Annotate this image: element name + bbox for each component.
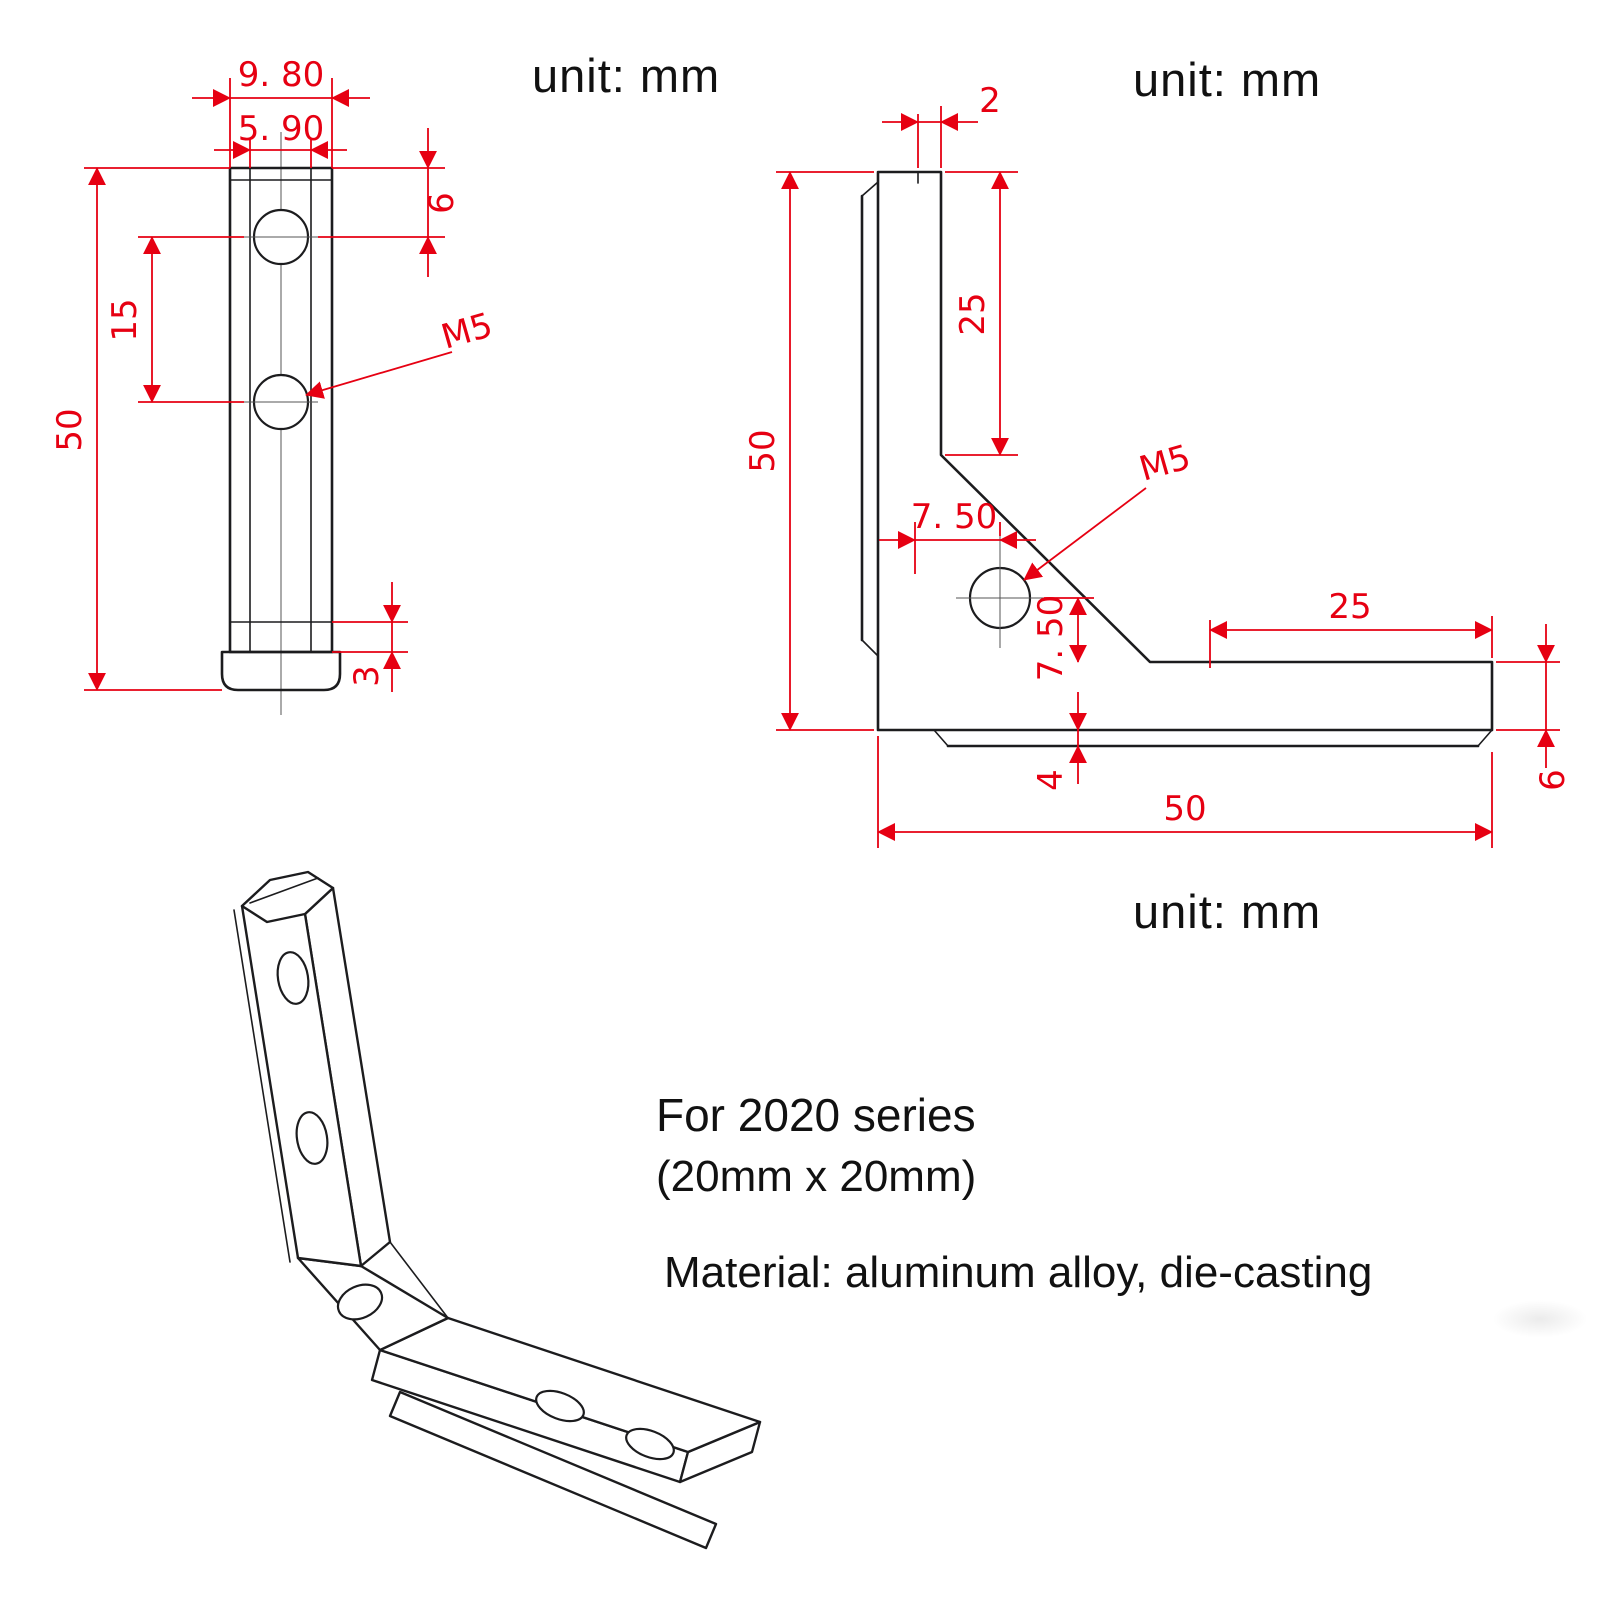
dim-hole-offset-y: 7. 50 bbox=[1031, 595, 1071, 682]
dim-hole-top-offset: 6 bbox=[422, 192, 462, 214]
iso-front-hole-1 bbox=[276, 951, 310, 1005]
dim-overall-width: 50 bbox=[1163, 789, 1206, 829]
thread-label: M5 bbox=[1135, 437, 1195, 489]
dim-inner-width: 5. 90 bbox=[238, 109, 325, 149]
watermark-smudge bbox=[1492, 1300, 1588, 1338]
dim-leg-thickness: 6 bbox=[1533, 769, 1573, 791]
front-view-part bbox=[220, 132, 342, 715]
unit-label-top-center: unit: mm bbox=[532, 49, 721, 102]
dim-overall-height: 50 bbox=[50, 408, 90, 451]
bracket-foot-outline bbox=[220, 650, 342, 692]
material-label: Material: aluminum alloy, die-casting bbox=[664, 1248, 1373, 1297]
iso-front-hole-2 bbox=[295, 1111, 329, 1165]
dim-hole-spacing: 15 bbox=[105, 298, 145, 341]
front-view-dimensions: 9. 80 5. 90 6 15 50 3 M5 bbox=[50, 55, 497, 692]
dim-outer-width: 9. 80 bbox=[238, 55, 325, 95]
side-view-drawing: 2 25 50 7. 50 M5 25 7. 50 4 bbox=[743, 81, 1573, 848]
isometric-view-drawing bbox=[233, 870, 762, 1550]
iso-top-hole-1 bbox=[535, 1389, 585, 1423]
iso-top-hole-2 bbox=[625, 1427, 675, 1461]
thread-leader-line bbox=[1023, 487, 1147, 581]
iso-top-cap bbox=[240, 870, 335, 924]
dim-hole-offset-x: 7. 50 bbox=[911, 497, 998, 537]
side-view-part bbox=[860, 170, 1494, 748]
series-label: For 2020 series bbox=[656, 1089, 976, 1141]
unit-label-top-right: unit: mm bbox=[1133, 53, 1322, 106]
thread-leader-line bbox=[305, 351, 453, 399]
iso-bottom-tongue bbox=[388, 1390, 718, 1550]
dim-hole-offset-top: 25 bbox=[953, 292, 993, 335]
dim-tongue-width: 2 bbox=[979, 81, 1001, 121]
dim-foot-height: 3 bbox=[347, 665, 387, 687]
side-view-dimensions: 2 25 50 7. 50 M5 25 7. 50 4 bbox=[743, 81, 1573, 848]
dim-overall-height: 50 bbox=[743, 429, 783, 472]
unit-label-mid-right: unit: mm bbox=[1133, 885, 1322, 938]
size-label: (20mm x 20mm) bbox=[656, 1152, 977, 1201]
iso-corner-hole bbox=[336, 1283, 384, 1321]
front-view-drawing: 9. 80 5. 90 6 15 50 3 M5 bbox=[50, 55, 497, 715]
thread-label: M5 bbox=[437, 305, 497, 357]
dim-hole-offset-end: 25 bbox=[1328, 587, 1371, 627]
dim-foot-step: 4 bbox=[1031, 769, 1071, 791]
bracket-l-profile-outline bbox=[876, 170, 1494, 732]
isometric-bracket bbox=[233, 870, 762, 1550]
